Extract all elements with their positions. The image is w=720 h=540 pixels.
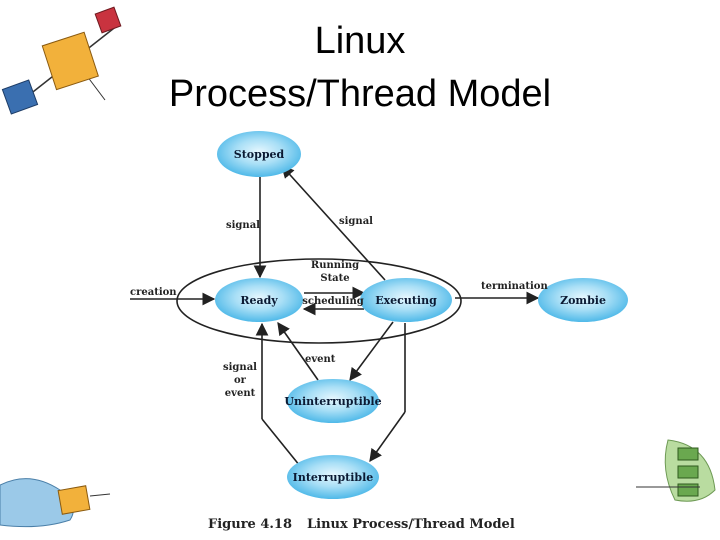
edge-executing-to-stopped	[281, 165, 386, 281]
label-signal-or-event-2: or	[234, 375, 247, 386]
label-creation: creation	[130, 287, 177, 298]
node-stopped-label: Stopped	[234, 148, 285, 161]
running-state-label-line-2: State	[320, 273, 349, 284]
figure-number: Figure 4.18	[208, 517, 292, 532]
edge-interruptible-to-ready-a	[261, 418, 301, 467]
node-executing: Executing	[360, 278, 452, 322]
node-uninterruptible: Uninterruptible	[284, 379, 382, 423]
label-event: event	[305, 354, 336, 365]
decorative-leaf-bottom-right	[636, 439, 716, 502]
node-uninterruptible-label: Uninterruptible	[284, 395, 381, 408]
label-signal-or-event-1: signal	[223, 362, 257, 373]
state-transitions	[130, 165, 540, 467]
label-termination: termination	[481, 281, 548, 292]
node-interruptible: Interruptible	[287, 455, 379, 499]
label-signal-or-event-3: event	[225, 388, 256, 399]
decorative-cubes-top-left	[1, 6, 122, 115]
label-scheduling: scheduling	[302, 296, 363, 307]
decorative-hand-bottom-left	[0, 478, 111, 528]
node-executing-label: Executing	[375, 294, 437, 307]
node-interruptible-label: Interruptible	[293, 471, 374, 484]
label-signal-to-stopped: signal	[339, 216, 373, 227]
edge-executing-to-interruptible-b	[369, 411, 406, 463]
running-state-boundary	[176, 258, 462, 344]
node-zombie: Zombie	[538, 278, 628, 322]
title-line-1: Linux	[314, 20, 406, 62]
running-state-label-line-1: Running	[311, 260, 359, 271]
node-stopped: Stopped	[217, 131, 301, 177]
node-ready: Ready	[215, 278, 303, 322]
node-zombie-label: Zombie	[560, 294, 606, 307]
figure-caption: Linux Process/Thread Model	[307, 517, 515, 532]
edge-uninterruptible-to-ready	[277, 321, 319, 381]
edge-executing-to-uninterruptible	[349, 321, 394, 382]
node-ready-label: Ready	[240, 294, 278, 307]
title-line-2: Process/Thread Model	[168, 73, 552, 115]
label-signal-to-ready: signal	[226, 220, 260, 231]
